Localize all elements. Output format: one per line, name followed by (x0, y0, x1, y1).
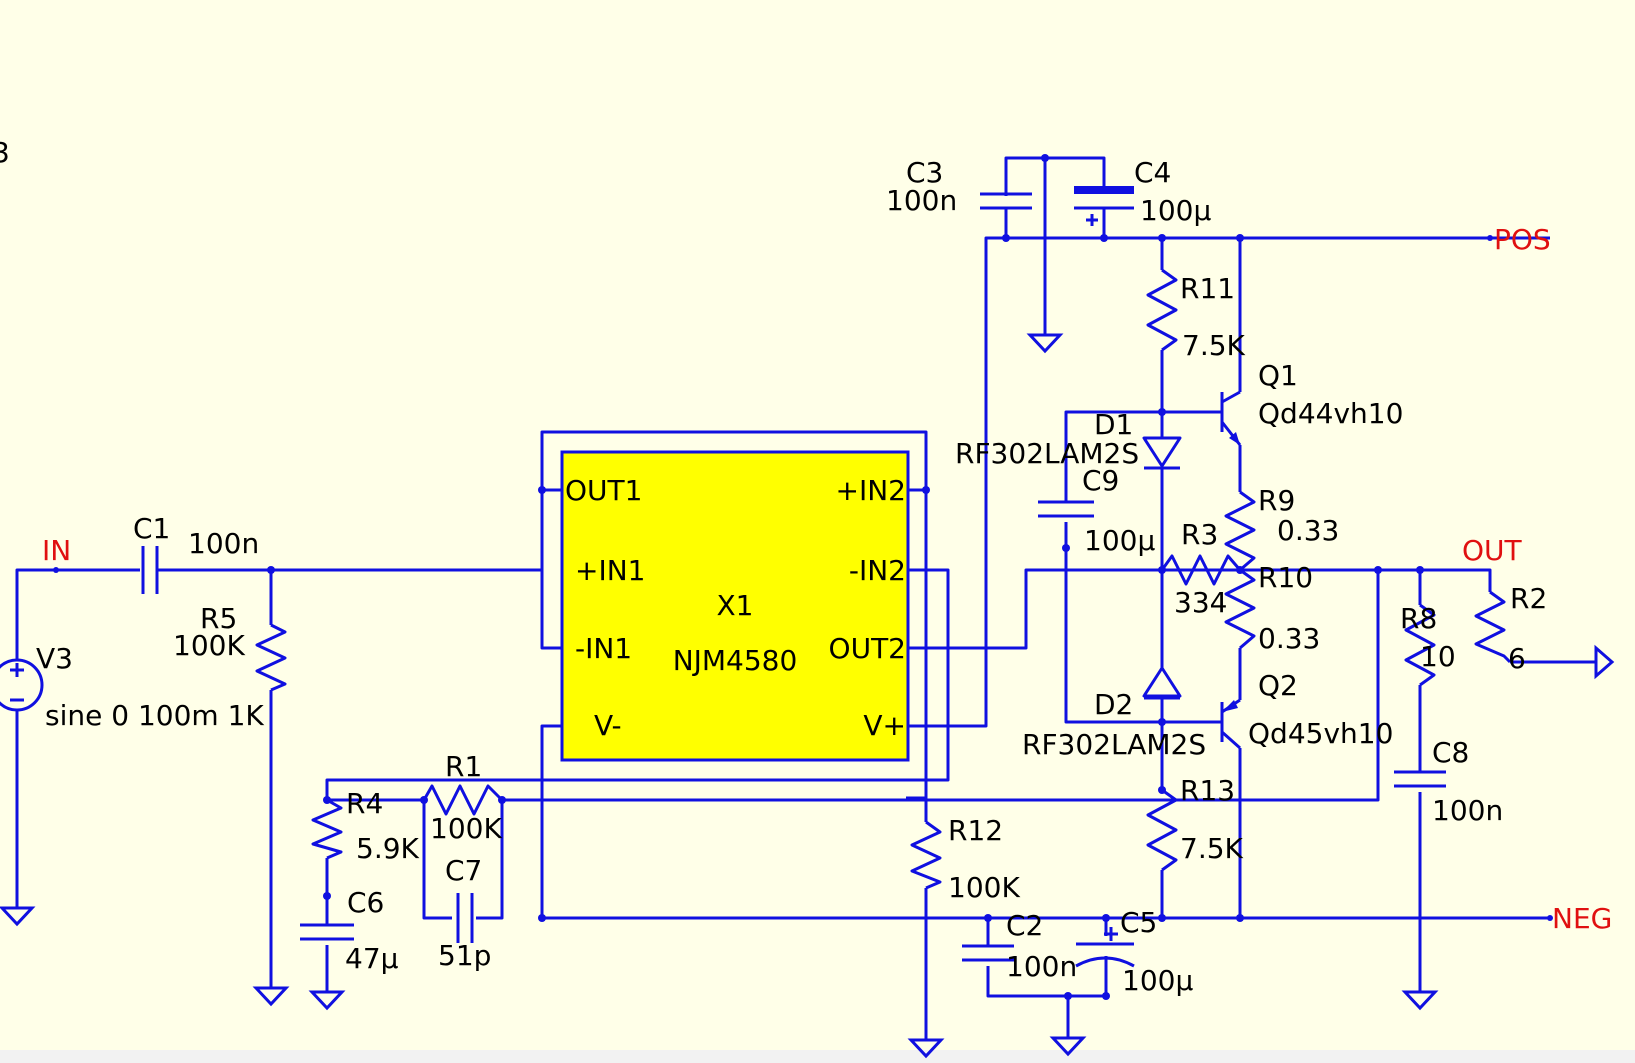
resistor-r5[interactable]: R5 100K (173, 602, 287, 692)
r9-value: 0.33 (1277, 514, 1339, 547)
r3-ref: R3 (1181, 518, 1218, 551)
capacitor-c3[interactable]: C3 100n (886, 156, 1032, 217)
r5-ref: R5 (200, 602, 237, 635)
c8-value: 100n (1432, 794, 1503, 827)
c9-ref: C9 (1082, 464, 1119, 497)
c7-ref: C7 (445, 854, 482, 887)
c1-value: 100n (188, 527, 259, 560)
pin-label-v-neg: V- (594, 709, 622, 742)
c2-value: 100n (1006, 950, 1077, 983)
c3-value: 100n (886, 184, 957, 217)
q2-value: Qd45vh10 (1248, 717, 1393, 750)
d2-ref: D2 (1094, 688, 1133, 721)
capacitor-c5[interactable]: C5 100µ (1075, 906, 1193, 997)
r5-value: 100K (173, 629, 245, 662)
r4-value: 5.9K (356, 832, 420, 865)
resistor-r4[interactable]: R4 5.9K (311, 787, 420, 865)
capacitor-c4[interactable]: C4 100µ (1074, 156, 1211, 227)
net-labels: IN POS OUT NEG (42, 223, 1612, 935)
c5-ref: C5 (1120, 906, 1157, 939)
resistor-r2[interactable]: R2 6 (1474, 582, 1547, 675)
q2-ref: Q2 (1258, 669, 1298, 702)
c9-value: 100µ (1084, 524, 1155, 557)
capacitor-c2[interactable]: C2 100n (962, 909, 1077, 983)
capacitor-c7[interactable]: C7 51p (438, 854, 491, 972)
resistor-r9[interactable]: R9 0.33 (1224, 484, 1339, 572)
r10-ref: R10 (1258, 561, 1313, 594)
transistor-q2[interactable]: Q2 Qd45vh10 (1220, 669, 1393, 750)
capacitor-c8[interactable]: C8 100n (1394, 736, 1503, 827)
resistor-r10[interactable]: R10 0.33 (1224, 561, 1320, 655)
net-label-out: OUT (1462, 534, 1523, 567)
c7-value: 51p (438, 939, 491, 972)
capacitor-c1[interactable]: C1 100n (133, 512, 259, 594)
c4-ref: C4 (1134, 156, 1171, 189)
source-ref: V3 (36, 642, 73, 675)
r1-ref: R1 (445, 750, 482, 783)
diode-d2[interactable]: D2 RF302LAM2S (1022, 666, 1206, 761)
r12-ref: R12 (948, 814, 1003, 847)
r13-value: 7.5K (1180, 832, 1244, 865)
pin-label-in2-pos: +IN2 (836, 474, 906, 507)
pin-label-out2: OUT2 (829, 632, 906, 665)
r13-ref: R13 (1180, 774, 1235, 807)
d1-value: RF302LAM2S (955, 437, 1139, 470)
transistor-q1[interactable]: Q1 Qd44vh10 (1220, 359, 1403, 446)
c1-ref: C1 (133, 512, 170, 545)
pin-label-in1-pos: +IN1 (575, 554, 645, 587)
source-value: sine 0 100m 1K (45, 699, 264, 732)
net-label-in: IN (42, 534, 71, 567)
c2-ref: C2 (1006, 909, 1043, 942)
r11-ref: R11 (1180, 272, 1235, 305)
ground-symbols (0, 333, 1615, 1059)
r8-ref: R8 (1400, 602, 1437, 635)
pin-label-in1-neg: -IN1 (575, 632, 632, 665)
d2-value: RF302LAM2S (1022, 728, 1206, 761)
pin-label-in2-neg: -IN2 (849, 554, 906, 587)
net-label-neg: NEG (1552, 902, 1612, 935)
chip-part: NJM4580 (673, 644, 798, 677)
junction-dots (53, 154, 1553, 1000)
opamp-x1[interactable]: OUT1 +IN1 -IN1 V- +IN2 -IN2 OUT2 V+ X1 N… (560, 450, 910, 762)
r3-value: 334 (1174, 586, 1227, 619)
resistor-r13[interactable]: R13 7.5K (1146, 774, 1244, 872)
r11-value: 7.5K (1182, 329, 1246, 362)
q1-value: Qd44vh10 (1258, 397, 1403, 430)
resistor-r3[interactable]: R3 334 (1160, 518, 1242, 619)
chip-ref: X1 (717, 589, 754, 622)
pin-label-out1: OUT1 (565, 474, 642, 507)
r12-value: 100K (948, 871, 1020, 904)
wire-network (15, 156, 1596, 1040)
c6-value: 47µ (345, 942, 399, 975)
capacitor-c6[interactable]: C6 47µ (300, 886, 399, 975)
diode-d1[interactable]: D1 RF302LAM2S (955, 408, 1182, 470)
r1-value: 100K (430, 812, 502, 845)
r4-ref: R4 (346, 787, 383, 820)
pin-label-v-pos: V+ (863, 709, 906, 742)
resistor-r12[interactable]: R12 100K (910, 814, 1020, 904)
q1-ref: Q1 (1258, 359, 1298, 392)
r2-value: 6 (1508, 642, 1526, 675)
c6-ref: C6 (347, 886, 384, 919)
resistor-r11[interactable]: R11 7.5K (1146, 268, 1246, 362)
r9-ref: R9 (1258, 484, 1295, 517)
c8-ref: C8 (1432, 736, 1469, 769)
r2-ref: R2 (1510, 582, 1547, 615)
capacitor-c9[interactable]: C9 100µ (1038, 464, 1155, 557)
resistor-r1[interactable]: R1 100K (422, 750, 504, 845)
voltage-source-v3[interactable]: V3 sine 0 100m 1K (0, 642, 264, 732)
r10-value: 0.33 (1258, 622, 1320, 655)
edge-fragment-text: 3 (0, 136, 10, 169)
d1-ref: D1 (1094, 408, 1133, 441)
r8-value: 10 (1420, 640, 1456, 673)
net-label-pos: POS (1494, 223, 1551, 256)
resistor-r8[interactable]: R8 10 (1400, 602, 1456, 687)
c4-value: 100µ (1140, 194, 1211, 227)
c5-value: 100µ (1122, 964, 1193, 997)
c3-ref: C3 (906, 156, 943, 189)
